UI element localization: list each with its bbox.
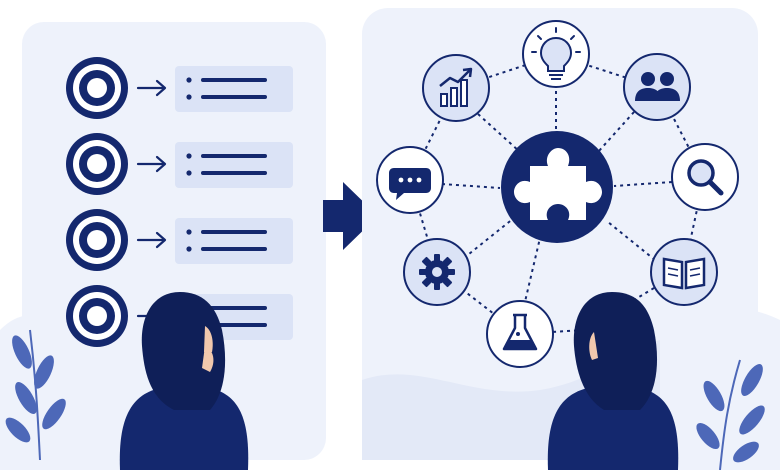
person-right [547,292,679,470]
target-icon [66,57,128,119]
magnifier-icon [671,143,739,211]
lightbulb-icon [522,20,590,88]
goal-row [66,57,293,119]
chat-icon [376,146,444,214]
leaf-sprig-right [696,359,765,470]
flask-icon [486,300,554,368]
arrow-icon [136,79,167,97]
puzzle-piece-icon [501,131,613,243]
target-icon [66,285,128,347]
goal-row [66,209,293,271]
leaf-sprig-left [5,329,66,461]
growth-chart-icon [422,54,490,122]
bullet-list-icon [175,142,293,188]
arrow-icon [136,155,167,173]
left-panel [22,22,326,460]
goal-row [66,133,293,195]
gear-icon [403,238,471,306]
bullet-list-icon [175,66,293,112]
right-arrow-icon [323,182,378,250]
target-icon [66,133,128,195]
target-icon [66,209,128,271]
book-icon [650,238,718,306]
network-spokes [441,84,673,307]
bullet-list-icon [175,218,293,264]
person-left [119,292,249,470]
arrow-icon [136,231,167,249]
team-icon [623,53,691,121]
